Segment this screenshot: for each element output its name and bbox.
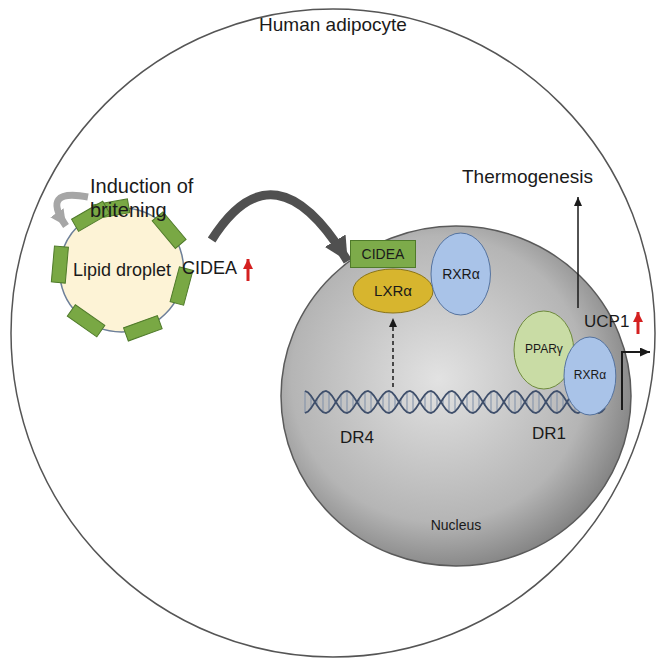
transcription-arrow [622,352,650,410]
node-text: Lipid droplet [73,260,171,281]
process-label: Thermogenesis [462,166,593,189]
node-text: LXRα [374,282,412,299]
dna-rung [323,392,324,412]
shape-ellipse [564,337,616,415]
dna-rung [497,393,498,412]
cidea-protein: CIDEA [350,240,416,268]
dna-rung [491,392,492,412]
dna-rung [329,393,330,412]
dna-rung [413,393,414,412]
cidea-coat [68,305,106,337]
dna-rung [551,395,552,410]
shape-ellipse [431,233,490,315]
cidea-coat [52,246,69,283]
dna-rung [341,395,342,410]
node-text: PPARγ [525,343,563,357]
dna-rung [509,395,510,410]
node-text: Human adipocyte [259,14,407,36]
dna-rung [473,391,474,413]
protein-rect [351,241,416,268]
dna-rung [455,393,456,412]
thermogenesis-arrow [577,197,579,308]
node-text: Nucleus [431,517,482,533]
cidea-coat [170,267,193,305]
dna-strand [305,391,605,413]
dna-rung [383,395,384,410]
nucleus-decor [305,197,650,413]
dna-rung [425,395,426,410]
dna-rung [389,391,390,413]
dna-rung [365,392,366,412]
shape-ellipse [11,9,655,657]
dna-rung [305,391,306,413]
translocation-arrow [212,195,348,261]
rxr-receptor: RXRα [563,336,617,416]
lxr-receptor: LXRα [352,268,434,314]
shape-ellipse [353,269,433,313]
cidea-coat [72,201,110,231]
dna-rung [557,391,558,413]
dna-strand [305,391,605,413]
dna-rung [371,393,372,412]
dna-rung [431,391,432,413]
cell-outline: Human adipocyteLipid dropletNucleus CIDEA… [10,8,656,658]
dna-rung [515,391,516,413]
dna-rung [539,393,540,412]
lipid-droplet: Lipid droplet [32,192,211,348]
dna-rung [467,395,468,410]
dna-rung [347,391,348,413]
nucleus: NucleusCIDEALXRαRXRαPPARγRXRα [280,225,632,567]
dna-rung [533,392,534,412]
binding-arrow [392,318,394,387]
node-text: CIDEA [362,246,405,262]
rxr-receptor: RXRα [430,232,491,316]
node-text: RXRα [442,266,480,282]
increase-arrow [247,259,250,281]
dna-rung [407,392,408,412]
node-text: RXRα [574,369,606,383]
dna-rung [449,392,450,412]
cidea-coat [124,316,163,341]
cidea-coat [153,212,187,249]
increase-arrow [637,312,640,334]
